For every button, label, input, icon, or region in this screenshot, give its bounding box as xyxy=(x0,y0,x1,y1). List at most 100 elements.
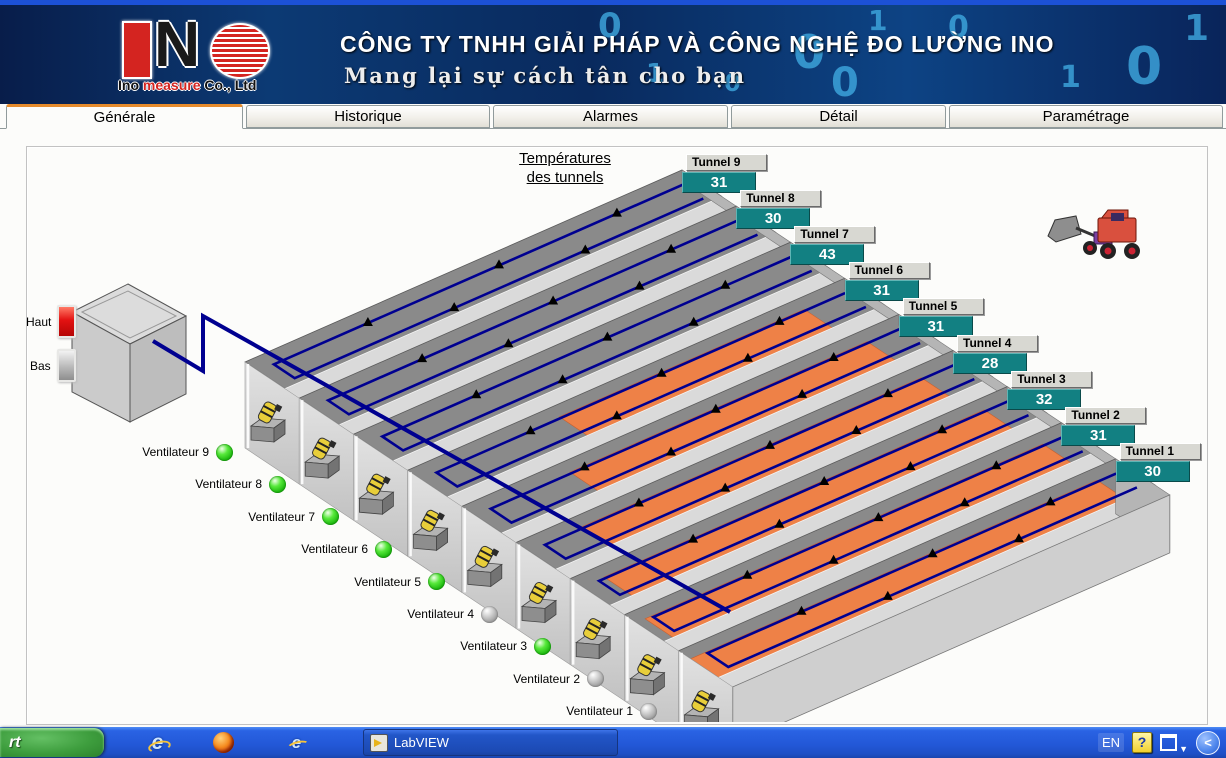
labview-icon xyxy=(370,733,388,752)
tunnel-label: Tunnel 5 xyxy=(902,298,984,316)
fan-unit xyxy=(683,690,720,722)
ventilator-row: Ventilateur 8 xyxy=(86,474,286,494)
logo-caption-ino: Ino xyxy=(118,77,139,93)
sensor-marker xyxy=(666,446,676,456)
fan-unit xyxy=(304,437,341,479)
tabbar-baseline xyxy=(0,128,1226,129)
ventilator-label: Ventilateur 8 xyxy=(195,477,262,492)
binary-digit: 0 xyxy=(831,60,859,104)
sensor-pipe-loop xyxy=(271,183,704,380)
tab-alarmes[interactable]: Alarmes xyxy=(493,105,728,128)
tunnel-front xyxy=(407,469,463,593)
fan-unit xyxy=(629,654,666,696)
ventilator-row: Ventilateur 7 xyxy=(139,507,339,527)
sensor-pipe-loop xyxy=(433,291,867,488)
sensor-marker xyxy=(634,280,645,290)
sensor-marker xyxy=(611,207,622,217)
sensor-marker xyxy=(797,388,808,398)
sensor-marker xyxy=(602,331,613,341)
sensor-marker xyxy=(710,403,721,413)
sensor-pipe-loop xyxy=(704,472,1138,669)
internet-explorer-icon[interactable]: e xyxy=(146,731,172,755)
level-indicator-bas: Bas xyxy=(30,349,76,382)
tunnel-label: Tunnel 1 xyxy=(1119,442,1201,460)
tab-paramtrage[interactable]: Paramétrage xyxy=(949,105,1223,128)
collapse-tray-chevron-icon[interactable]: < xyxy=(1196,730,1220,755)
tunnel-label: Tunnel 4 xyxy=(957,334,1038,352)
fan-motor-icon xyxy=(312,437,337,460)
logo-letter-n: N xyxy=(154,8,201,80)
scene-title-line1: Températures xyxy=(519,150,611,167)
sensor-marker xyxy=(417,353,428,363)
tunnel-label: Tunnel 2 xyxy=(1065,406,1147,424)
sensor-marker xyxy=(611,410,622,420)
help-tray-icon[interactable]: ? xyxy=(1132,732,1153,753)
scene-frame xyxy=(26,146,1208,725)
tunnel-front xyxy=(569,578,625,702)
ie-ring xyxy=(147,738,172,755)
binary-digit: 1 xyxy=(646,59,665,89)
tunnel-label: Tunnel 3 xyxy=(1011,370,1093,388)
tunnel-temp-display: 31 xyxy=(844,280,919,302)
ventilator-row: Ventilateur 1 xyxy=(457,701,657,721)
fan-unit xyxy=(466,545,503,588)
fan-unit xyxy=(412,509,449,552)
tunnel-temp-display: 30 xyxy=(1115,460,1190,482)
logo-letter-i xyxy=(122,21,152,79)
tunnel-label: Tunnel 8 xyxy=(740,190,822,208)
ventilator-label: Ventilateur 7 xyxy=(248,509,315,524)
sensor-marker xyxy=(828,352,839,361)
logo-caption-coltd: Co., Ltd xyxy=(204,77,257,93)
tunnel-temp-display: 31 xyxy=(682,172,756,193)
fan-motor-icon xyxy=(420,509,445,532)
firefox-icon[interactable] xyxy=(212,731,235,754)
ventilator-row: Ventilateur 9 xyxy=(33,442,233,462)
ventilator-led-on xyxy=(534,637,551,655)
sensor-marker xyxy=(557,374,568,384)
logo-caption: Ino measure Co., Ltd xyxy=(118,77,256,93)
tab-historique[interactable]: Historique xyxy=(246,105,490,128)
tunnel-front xyxy=(244,361,300,485)
ventilator-led-off xyxy=(587,670,604,688)
tunnel-roof xyxy=(569,386,1063,616)
sensor-marker xyxy=(959,497,970,507)
tunnel-temp-display: 28 xyxy=(953,352,1027,374)
sensor-pipe-loop xyxy=(542,364,975,561)
sensor-marker xyxy=(937,424,948,434)
sensor-pipe-loop xyxy=(325,219,759,416)
tunnel-roofs xyxy=(244,169,1171,688)
binary-digit: 1 xyxy=(1060,60,1081,95)
caret-down-icon: ▼ xyxy=(1179,743,1188,754)
binary-digit: 1 xyxy=(1184,8,1210,49)
fan-motor-icon xyxy=(366,473,391,496)
ventilator-led-on xyxy=(428,573,445,591)
company-slogan: Mang lại sự cách tân cho bạn xyxy=(344,63,746,88)
restore-window-icon[interactable] xyxy=(1160,734,1178,751)
tunnel-front xyxy=(461,505,517,630)
ventilator-row: Ventilateur 6 xyxy=(192,539,392,559)
sensor-pipe-loop xyxy=(596,400,1030,597)
sensor-marker xyxy=(494,259,504,269)
fan-motor-icon xyxy=(637,654,662,677)
sensor-marker xyxy=(633,497,644,507)
labview-task-button[interactable]: LabVIEW xyxy=(363,729,618,756)
tab-gnrale[interactable]: Générale xyxy=(6,104,243,129)
tunnel-front xyxy=(298,397,354,521)
ventilator-label: Ventilateur 9 xyxy=(142,445,209,459)
sensor-marker xyxy=(774,518,785,528)
internet-launch-icon[interactable]: e xyxy=(285,731,311,755)
tunnel-label: Tunnel 9 xyxy=(686,154,767,171)
sensor-marker xyxy=(828,554,839,564)
ie2-glyph: e xyxy=(291,733,302,752)
ie2-ring xyxy=(286,738,311,755)
fan-motor-icon xyxy=(257,401,283,424)
ventilator-row: Ventilateur 2 xyxy=(404,669,604,689)
ventilator-label: Ventilateur 1 xyxy=(566,704,633,719)
language-indicator[interactable]: EN xyxy=(1098,733,1125,752)
start-button[interactable]: rt xyxy=(0,728,104,757)
tab-dtail[interactable]: Détail xyxy=(731,105,946,128)
company-title: CÔNG TY TNHH GIẢI PHÁP VÀ CÔNG NGHỆ ĐO L… xyxy=(340,31,1055,57)
binary-digit: 0 xyxy=(948,10,969,45)
sensor-marker xyxy=(873,512,884,522)
sensor-marker xyxy=(548,295,559,305)
